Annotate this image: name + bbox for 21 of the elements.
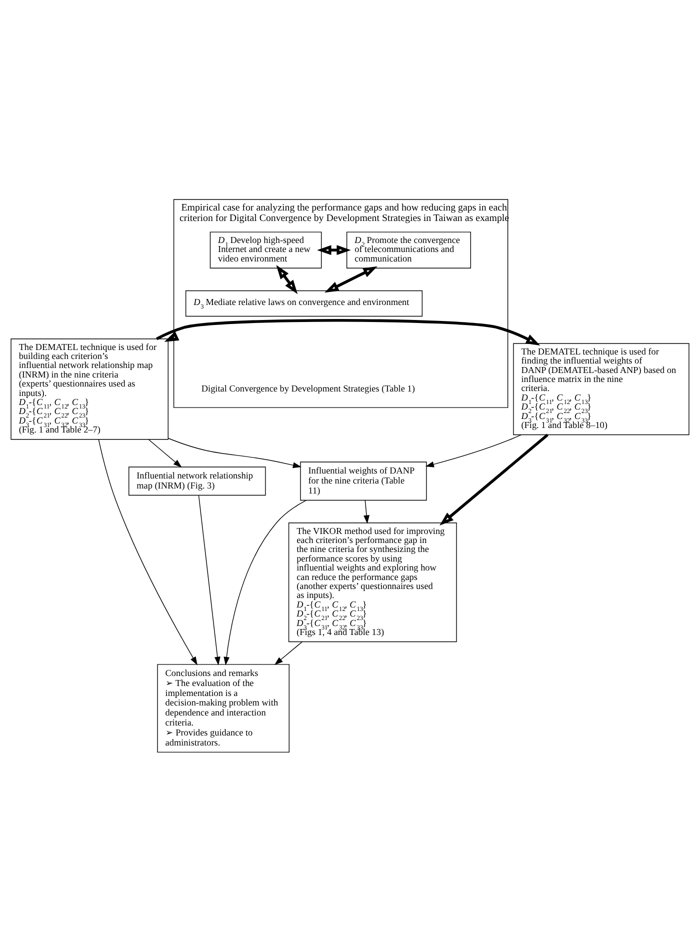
node-box: The VIKOR method used for improving each criterion’s performance gap in the nine criteria for synthesizing the performance scores by using influential weights and exploring how can reduce the performance gaps (another experts’ questionnaires used as inputs). D$_{1}$-{C$_{11}$, C$_{12}$, C$_{13}$} D$_{2}$-{C$_{21}$, C$_{22}$, C$_{23}$} D$_{3}$-{C$_{31}$, C$_{32}$, C$_{33}$} (Figs 1, 4 and Table 13) xyxy=(288,522,457,642)
arrow xyxy=(324,266,378,293)
arrow xyxy=(274,642,302,665)
node-box: Conclusions and remarks ➢ The evaluation of the implementation is a decision-making problem with dependence and interaction criteria. ➢ Provides guidance to administrators. xyxy=(157,664,290,753)
node-box: The DEMATEL technique is used for finding the influential weights of DANP (DEMATEL-based ANP) based on influence matrix in the nine criteria. D$_{1}$-{C$_{11}$, C$_{12}$, C$_{13}$} D$_{2}$-{C$_{21}$, C$_{22}$, C$_{23}$} D$_{3}$-{C$_{31}$, C$_{32}$, C$_{33}$} (Fig. 1 and Table 8–10) xyxy=(513,343,690,436)
node-box: D$_{1}$ Develop high-speed Internet and create a new video environment xyxy=(210,232,322,268)
node-box: D$_{2}$ Promote the convergence of telecommunications and communication xyxy=(346,232,471,268)
arrow xyxy=(168,438,302,468)
arrow xyxy=(156,318,540,346)
node-box: Influential network relationship map (INRM) (Fig. 3) xyxy=(128,466,266,496)
arrow xyxy=(148,439,182,468)
arrow xyxy=(198,495,220,666)
arrow xyxy=(98,439,198,666)
node-box: Influential weights of DANP for the nine criteria (Table 11) xyxy=(300,462,427,501)
arrow xyxy=(364,500,370,524)
arrow xyxy=(276,264,298,294)
arrow xyxy=(317,245,351,256)
arrow xyxy=(440,434,549,526)
arrow xyxy=(224,500,307,666)
node-box: D$_{3}$ Mediate relative laws on convergence and environment xyxy=(185,290,423,317)
arrow xyxy=(425,434,522,468)
